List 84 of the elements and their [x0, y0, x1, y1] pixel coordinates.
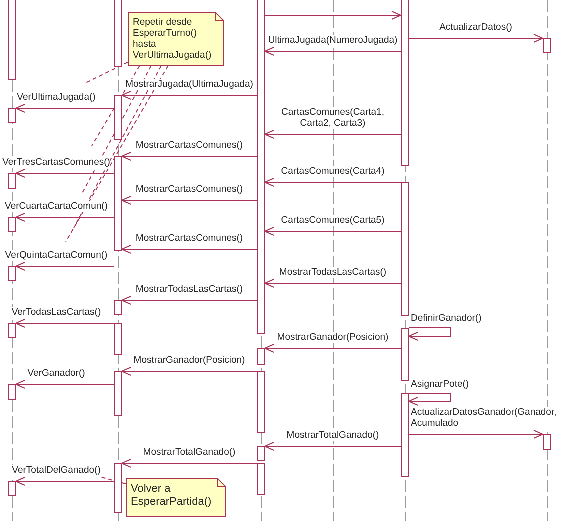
message-arrow	[408, 430, 544, 439]
message-label: VerGanador()	[28, 368, 86, 379]
note-anchor-line	[74, 66, 162, 228]
message-arrow	[264, 344, 402, 353]
message-arrow	[16, 477, 114, 486]
activation-bar	[8, 217, 16, 232]
message-label: AsignarPote()	[411, 379, 470, 390]
message-arrow	[264, 442, 402, 451]
message-arrow	[264, 130, 402, 139]
message-label: MostrarGanador(Posicion)	[134, 355, 246, 366]
message-arrow	[16, 213, 114, 222]
message-arrow	[16, 380, 114, 389]
activation-bar	[257, 463, 265, 495]
message-arrow	[16, 169, 114, 178]
activation-bar	[257, 446, 265, 461]
message-arrow	[122, 245, 258, 254]
activation-bar	[8, 0, 16, 80]
activation-bar	[8, 481, 16, 496]
message-label: MostrarTotalGanado()	[143, 447, 236, 458]
activation-bar	[401, 328, 409, 381]
message-label: VerCuartaCartaComun()	[5, 201, 108, 212]
activation-bar	[257, 348, 265, 365]
message-arrow	[16, 319, 114, 328]
activation-bar	[543, 434, 551, 450]
message-arrow	[16, 262, 114, 271]
activation-bar	[8, 266, 16, 281]
activation-bar	[114, 0, 122, 67]
message-label: VerTodasLasCartas()	[12, 307, 102, 318]
message-arrow	[122, 459, 258, 468]
note-text: Volver a EsperarPartida()	[131, 483, 213, 509]
message-arrow	[264, 47, 402, 56]
note-anchor-line	[92, 66, 140, 146]
message-label: CartasComunes(Carta5)	[281, 215, 385, 226]
message-label: MostrarJugada(UltimaJugada)	[126, 79, 254, 90]
message-arrow	[122, 196, 258, 205]
activation-bar	[8, 108, 16, 123]
note-anchor-line	[100, 476, 126, 485]
message-label: MostrarCartasComunes()	[136, 140, 244, 151]
message-label: UltimaJugada(NumeroJugada)	[268, 35, 398, 46]
message-label: CartasComunes(Carta4)	[281, 166, 385, 177]
activation-bar	[257, 371, 265, 433]
note-anchor-line	[84, 62, 128, 84]
activation-bar	[114, 371, 122, 416]
note-anchor-line	[66, 66, 169, 242]
message-label: DefinirGanador()	[411, 313, 482, 324]
message-label: MostrarCartasComunes()	[136, 233, 244, 244]
message-arrow	[264, 11, 402, 20]
message-label: MostrarTodasLasCartas()	[279, 267, 387, 278]
message-label: MostrarGanador(Posicion)	[277, 332, 389, 343]
note	[128, 12, 224, 66]
note-text: Repetir desde EsperarTurno() hasta VerUltimaJugada()	[133, 17, 213, 61]
activation-bar	[114, 95, 122, 140]
self-message-arrow	[408, 393, 452, 406]
activation-bar	[8, 384, 16, 400]
message-label: MostrarTodasLasCartas()	[136, 284, 244, 295]
message-label: VerQuintaCartaComun()	[5, 250, 108, 261]
message-arrow	[264, 178, 402, 187]
message-arrow	[264, 227, 402, 236]
message-arrow	[122, 152, 258, 161]
message-arrow	[122, 367, 258, 376]
activation-bar	[401, 393, 409, 477]
activation-bar	[543, 38, 551, 53]
activation-bar	[8, 323, 16, 338]
activation-bar	[114, 323, 122, 355]
self-message-arrow	[408, 327, 452, 341]
message-label: MostrarTotalGanado()	[286, 430, 380, 441]
message-arrow	[16, 104, 114, 113]
message-arrow	[264, 279, 402, 288]
activation-bar	[401, 0, 409, 166]
activation-bar	[114, 300, 122, 315]
activation-bar	[257, 0, 265, 334]
activation-bar	[114, 156, 122, 251]
message-label: ActualizarDatos()	[440, 22, 512, 33]
message-arrow	[408, 34, 544, 43]
message-label: MostrarCartasComunes()	[136, 184, 244, 195]
activation-bar	[8, 173, 16, 189]
note	[126, 478, 226, 517]
message-arrow	[122, 296, 258, 305]
message-label: VerTotalDelGanado()	[12, 465, 101, 476]
message-arrow	[122, 91, 258, 100]
message-label: VerTresCartasComunes()	[2, 157, 110, 168]
activation-bar	[401, 182, 409, 316]
message-label: VerUltimaJugada()	[17, 92, 96, 103]
activation-bar	[114, 463, 122, 513]
